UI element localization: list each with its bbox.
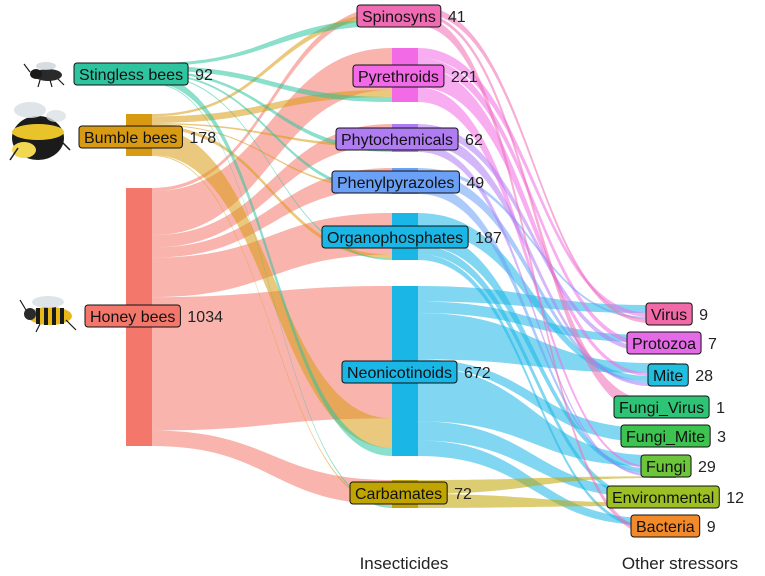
flow-neonicotinoids-to-fungi_mite	[418, 359, 650, 442]
flow-phenylpyrazoles-to-virus	[418, 168, 650, 319]
node-label-bacteria: Bacteria	[636, 519, 695, 536]
node-count-fungi_virus: 1	[716, 400, 725, 417]
flow-phytochemicals-to-protozoa	[418, 124, 650, 352]
node-count-protozoa: 7	[708, 336, 717, 353]
node-count-bacteria: 9	[707, 519, 716, 536]
flow-stingless_bees-to-carbamates	[152, 83, 392, 508]
flow-bumble_bees-to-spinosyns	[152, 13, 392, 117]
flow-honey_bees-to-spinosyns	[152, 6, 392, 192]
node-count-honey_bees: 1034	[187, 309, 223, 326]
flow-pyrethroids-to-mite	[418, 67, 650, 377]
node-label-environmental: Environmental	[612, 490, 714, 507]
insecticides-column-title: Insecticides	[360, 554, 449, 573]
node-label-mite: Mite	[653, 368, 683, 385]
node-label-box-stingless_bees	[73, 62, 189, 86]
node-label-virus: Virus	[651, 307, 687, 324]
node-label-box-phenylpyrazoles	[331, 170, 460, 194]
node-count-phenylpyrazoles: 49	[466, 175, 484, 192]
node-label-neonicotinoids: Neonicotinoids	[347, 365, 452, 382]
node-label-box-neonicotinoids	[341, 360, 458, 384]
flow-neonicotinoids-to-environmental	[418, 421, 650, 498]
node-label-carbamates: Carbamates	[355, 486, 442, 503]
flow-phytochemicals-to-fungi	[418, 144, 650, 477]
node-count-environmental: 12	[726, 490, 744, 507]
node-label-fungi_virus: Fungi_Virus	[619, 400, 704, 417]
flow-spinosyns-to-fungi_virus	[418, 12, 650, 415]
other-stressors-column-title: Other stressors	[622, 554, 738, 573]
flow-spinosyns-to-virus	[418, 6, 650, 323]
node-count-neonicotinoids: 672	[464, 365, 491, 382]
node-count-virus: 9	[699, 307, 708, 324]
flow-organophosphates-to-bacteria	[418, 254, 650, 529]
node-count-pyrethroids: 221	[451, 69, 478, 86]
flow-spinosyns-to-bacteria	[418, 16, 650, 534]
node-count-mite: 28	[695, 368, 713, 385]
flow-bumble_bees-to-phenylpyrazoles	[152, 124, 392, 191]
node-label-box-environmental	[606, 485, 720, 509]
node-label-box-mite	[647, 363, 689, 387]
node-label-box-honey_bees	[84, 304, 181, 328]
node-label-box-fungi	[640, 454, 692, 478]
node-label-box-pyrethroids	[352, 64, 445, 88]
node-label-box-virus	[645, 302, 693, 326]
node-label-phytochemicals: Phytochemicals	[341, 132, 453, 149]
node-label-organophosphates: Organophosphates	[327, 230, 463, 247]
flow-organophosphates-to-mite	[418, 213, 650, 382]
flow-bumble_bees-to-organophosphates	[152, 125, 392, 259]
bumble-bee-icon	[9, 102, 71, 161]
flow-organophosphates-to-fungi	[418, 230, 650, 473]
flow-organophosphates-to-environmental	[418, 245, 650, 503]
node-label-box-bacteria	[630, 514, 701, 538]
node-label-protozoa: Protozoa	[632, 336, 696, 353]
flow-stingless_bees-to-spinosyns	[152, 18, 392, 66]
flow-bumble_bees-to-neonicotinoids	[152, 128, 392, 449]
flow-honey_bees-to-phytochemicals	[152, 124, 392, 248]
flow-phytochemicals-to-mite	[418, 132, 650, 386]
flow-stingless_bees-to-neonicotinoids	[152, 75, 392, 457]
flow-stingless_bees-to-organophosphates	[152, 74, 392, 261]
flow-carbamates-to-fungi	[418, 476, 650, 494]
node-label-fungi_mite: Fungi_Mite	[626, 429, 705, 446]
node-label-box-carbamates	[349, 481, 448, 505]
node-count-phytochemicals: 62	[465, 132, 483, 149]
flow-links	[152, 6, 650, 534]
node-label-spinosyns: Spinosyns	[362, 9, 436, 26]
flow-phenylpyrazoles-to-fungi	[418, 182, 650, 475]
flow-honey_bees-to-carbamates	[152, 430, 392, 505]
node-count-bumble_bees: 178	[189, 130, 216, 147]
node-count-stingless_bees: 92	[195, 67, 213, 84]
node-label-box-organophosphates	[321, 225, 469, 249]
node-count-fungi: 29	[698, 459, 716, 476]
node-label-box-spinosyns	[356, 4, 442, 28]
honey-bee-icon	[19, 296, 77, 333]
node-count-organophosphates: 187	[475, 230, 502, 247]
node-label-fungi: Fungi	[646, 459, 686, 476]
flow-pyrethroids-to-virus	[418, 48, 650, 317]
node-label-box-phytochemicals	[335, 127, 459, 151]
node-label-bumble_bees: Bumble bees	[84, 130, 177, 147]
node-label-box-protozoa	[626, 331, 702, 355]
flow-pyrethroids-to-protozoa	[418, 57, 650, 348]
node-label-pyrethroids: Pyrethroids	[358, 69, 439, 86]
node-label-box-fungi_mite	[620, 424, 711, 448]
node-label-stingless_bees: Stingless bees	[79, 67, 183, 84]
node-count-spinosyns: 41	[448, 9, 466, 26]
node-count-carbamates: 72	[454, 486, 472, 503]
node-label-honey_bees: Honey bees	[90, 309, 175, 326]
flow-neonicotinoids-to-fungi	[418, 367, 650, 467]
node-count-fungi_mite: 3	[717, 429, 726, 446]
flow-bumble_bees-to-carbamates	[152, 155, 392, 507]
flow-neonicotinoids-to-protozoa	[418, 301, 650, 343]
flow-stingless_bees-to-phenylpyrazoles	[152, 73, 392, 194]
flow-stingless_bees-to-pyrethroids	[152, 65, 392, 102]
flow-bumble_bees-to-phytochemicals	[152, 122, 392, 148]
node-label-box-bumble_bees	[78, 125, 183, 149]
flow-carbamates-to-environmental	[418, 494, 650, 508]
node-label-phenylpyrazoles: Phenylpyrazoles	[337, 175, 454, 192]
node-label-box-fungi_virus	[613, 395, 710, 419]
flow-stingless_bees-to-phytochemicals	[152, 70, 392, 152]
stingless-bee-icon	[23, 62, 65, 88]
